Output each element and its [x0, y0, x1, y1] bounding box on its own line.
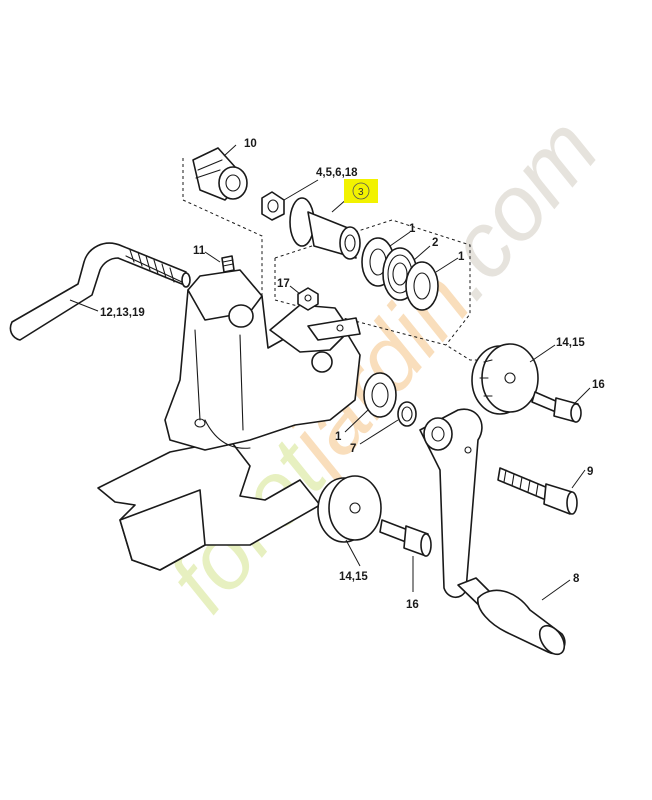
part-14-roller-top [471, 343, 539, 415]
callout-11[interactable]: 11 [193, 245, 206, 257]
callout-16-bottom[interactable]: 16 [406, 599, 419, 611]
callout-7[interactable]: 7 [350, 443, 356, 455]
part-4-nut [261, 191, 285, 221]
callout-9[interactable]: 9 [587, 466, 593, 478]
callout-12-13-19[interactable]: 12,13,19 [100, 307, 145, 319]
callout-17[interactable]: 17 [277, 278, 290, 290]
part-11-set-screw [221, 255, 235, 273]
part-7-circlip [397, 401, 417, 427]
part-1-washer-right [405, 261, 439, 311]
callout-1-mid[interactable]: 1 [335, 431, 342, 443]
vise-body [97, 269, 361, 571]
part-14-roller-bottom [317, 475, 382, 543]
part-3-sleeve [289, 197, 361, 260]
part-17-cap-nut [297, 287, 319, 311]
leader-lines [69, 144, 591, 601]
callout-14-15-bottom[interactable]: 14,15 [339, 571, 368, 583]
part-1-washer-mid [363, 372, 397, 418]
callout-8[interactable]: 8 [573, 573, 580, 585]
callout-14-15-right[interactable]: 14,15 [556, 337, 585, 349]
callout-10[interactable]: 10 [244, 138, 257, 150]
callout-4-5-6-18[interactable]: 4,5,6,18 [316, 167, 358, 179]
part-16-bolt-top [531, 391, 582, 423]
part-8-crank [419, 408, 566, 656]
part-10-bushing [192, 147, 248, 201]
part-16-bolt-bottom [379, 519, 432, 557]
assembly-guide-lines [182, 158, 486, 361]
callout-1-right[interactable]: 1 [458, 251, 465, 263]
callout-3[interactable]: 3 [358, 187, 364, 198]
highlight-callout-3 [344, 179, 378, 203]
callout-1-top[interactable]: 1 [409, 223, 416, 235]
callout-16-right[interactable]: 16 [592, 379, 605, 391]
part-9-bolt [497, 467, 578, 515]
callout-labels: 10 4,5,6,18 3 1 2 1 11 17 12,13,19 14,15… [100, 138, 605, 611]
callout-2[interactable]: 2 [432, 237, 438, 249]
part-12-handle-rod [9, 242, 191, 341]
